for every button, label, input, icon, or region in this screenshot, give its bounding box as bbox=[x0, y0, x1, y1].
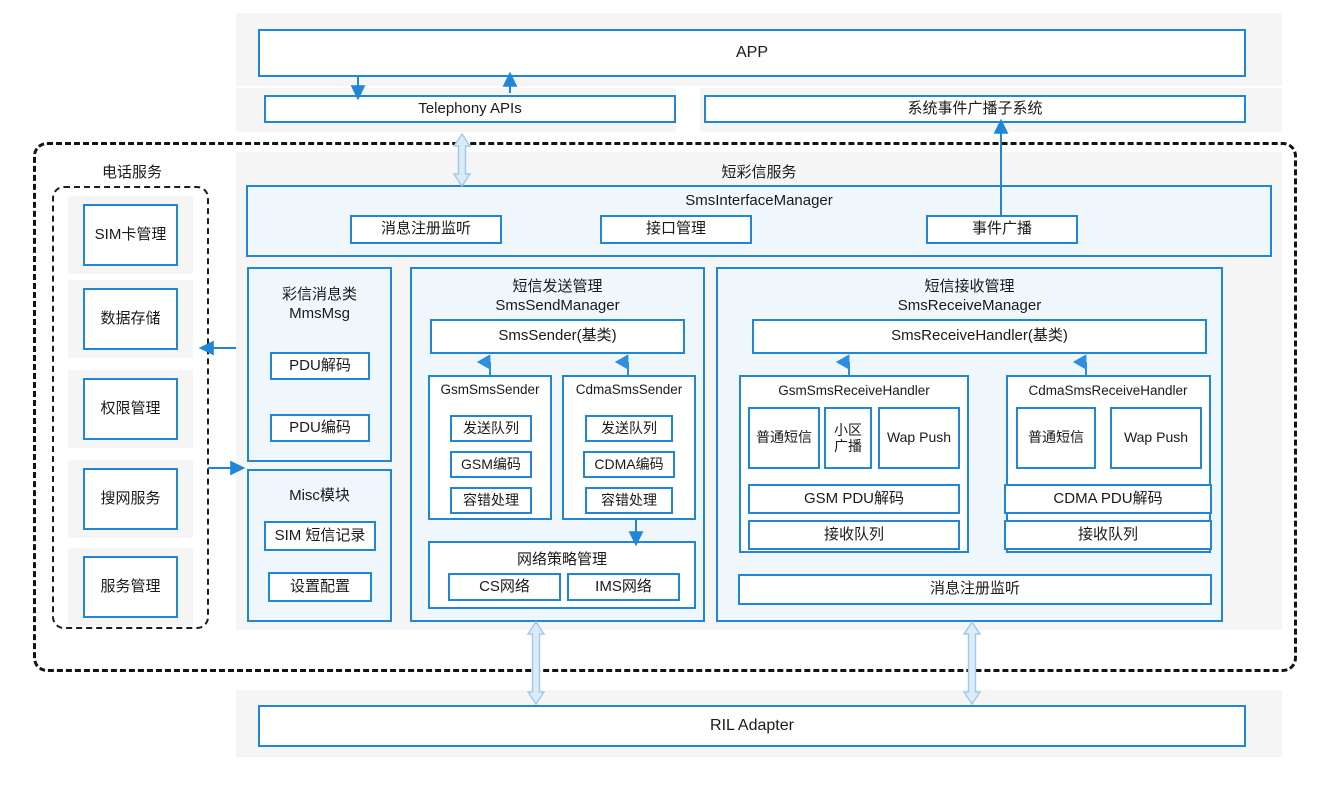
misc-item-settings-config[interactable]: 设置配置 bbox=[268, 572, 372, 602]
ril-adapter-box[interactable]: RIL Adapter bbox=[258, 705, 1246, 747]
sms-sender-base-class[interactable]: SmsSender(基类) bbox=[430, 319, 685, 354]
interface-item-event-broadcast[interactable]: 事件广播 bbox=[926, 215, 1078, 244]
network-policy-cs[interactable]: CS网络 bbox=[448, 573, 561, 601]
cdma-sender-send-queue[interactable]: 发送队列 bbox=[585, 415, 673, 442]
mms-item-pdu-encode[interactable]: PDU编码 bbox=[270, 414, 370, 442]
mms-msg-title: 彩信消息类 MmsMsg bbox=[281, 286, 357, 322]
gsm-receive-queue[interactable]: 接收队列 bbox=[748, 520, 960, 550]
sms-receive-manager-title: 短信接收管理 SmsReceiveManager bbox=[897, 278, 1042, 314]
receive-message-listener[interactable]: 消息注册监听 bbox=[738, 574, 1212, 605]
cdma-sender-cdma-encode[interactable]: CDMA编码 bbox=[583, 451, 675, 478]
cdma-sms-sender-title: CdmaSmsSender bbox=[575, 382, 683, 397]
gsm-sender-send-queue[interactable]: 发送队列 bbox=[450, 415, 532, 442]
gsm-recv-type-cell-broadcast[interactable]: 小区 广播 bbox=[824, 407, 872, 469]
cdma-sender-fault-tolerance[interactable]: 容错处理 bbox=[585, 487, 673, 514]
cdma-recv-type-normal-sms[interactable]: 普通短信 bbox=[1016, 407, 1096, 469]
gsm-receive-handler-title: GsmSmsReceiveHandler bbox=[778, 383, 930, 398]
gsm-pdu-decoder[interactable]: GSM PDU解码 bbox=[748, 484, 960, 514]
network-policy-ims[interactable]: IMS网络 bbox=[567, 573, 680, 601]
sidebar-item-network-search[interactable]: 搜网服务 bbox=[83, 468, 178, 530]
sidebar-item-permission[interactable]: 权限管理 bbox=[83, 378, 178, 440]
gsm-sender-fault-tolerance[interactable]: 容错处理 bbox=[450, 487, 532, 514]
network-policy-title: 网络策略管理 bbox=[516, 551, 607, 568]
sidebar-item-sim-card[interactable]: SIM卡管理 bbox=[83, 204, 178, 266]
telephony-service-group bbox=[52, 186, 209, 629]
interface-item-message-listener[interactable]: 消息注册监听 bbox=[350, 215, 502, 244]
sms-service-title: 短彩信服务 bbox=[721, 164, 797, 181]
sms-interface-manager-title: SmsInterfaceManager bbox=[685, 192, 833, 209]
cdma-receive-handler-title: CdmaSmsReceiveHandler bbox=[1028, 383, 1188, 398]
interface-item-api-mgmt[interactable]: 接口管理 bbox=[600, 215, 752, 244]
cdma-pdu-decoder[interactable]: CDMA PDU解码 bbox=[1004, 484, 1212, 514]
gsm-sender-gsm-encode[interactable]: GSM编码 bbox=[450, 451, 532, 478]
app-box[interactable]: APP bbox=[258, 29, 1246, 77]
telephony-service-title: 电话服务 bbox=[101, 164, 162, 181]
misc-title: Misc模块 bbox=[289, 487, 350, 504]
sms-send-manager-title: 短信发送管理 SmsSendManager bbox=[495, 278, 620, 314]
gsm-sms-sender-title: GsmSmsSender bbox=[440, 382, 540, 397]
gsm-recv-type-normal-sms[interactable]: 普通短信 bbox=[748, 407, 820, 469]
sidebar-item-data-storage[interactable]: 数据存储 bbox=[83, 288, 178, 350]
gsm-recv-type-wap-push[interactable]: Wap Push bbox=[878, 407, 960, 469]
system-boundary bbox=[33, 142, 1297, 672]
cdma-recv-type-wap-push[interactable]: Wap Push bbox=[1110, 407, 1202, 469]
cdma-receive-queue[interactable]: 接收队列 bbox=[1004, 520, 1212, 550]
sms-receive-handler-base-class[interactable]: SmsReceiveHandler(基类) bbox=[752, 319, 1207, 354]
broadcast-subsystem-box[interactable]: 系统事件广播子系统 bbox=[704, 95, 1246, 123]
misc-item-sim-sms-record[interactable]: SIM 短信记录 bbox=[264, 521, 376, 551]
sidebar-item-service-mgmt[interactable]: 服务管理 bbox=[83, 556, 178, 618]
telephony-apis-box[interactable]: Telephony APIs bbox=[264, 95, 676, 123]
mms-item-pdu-decode[interactable]: PDU解码 bbox=[270, 352, 370, 380]
